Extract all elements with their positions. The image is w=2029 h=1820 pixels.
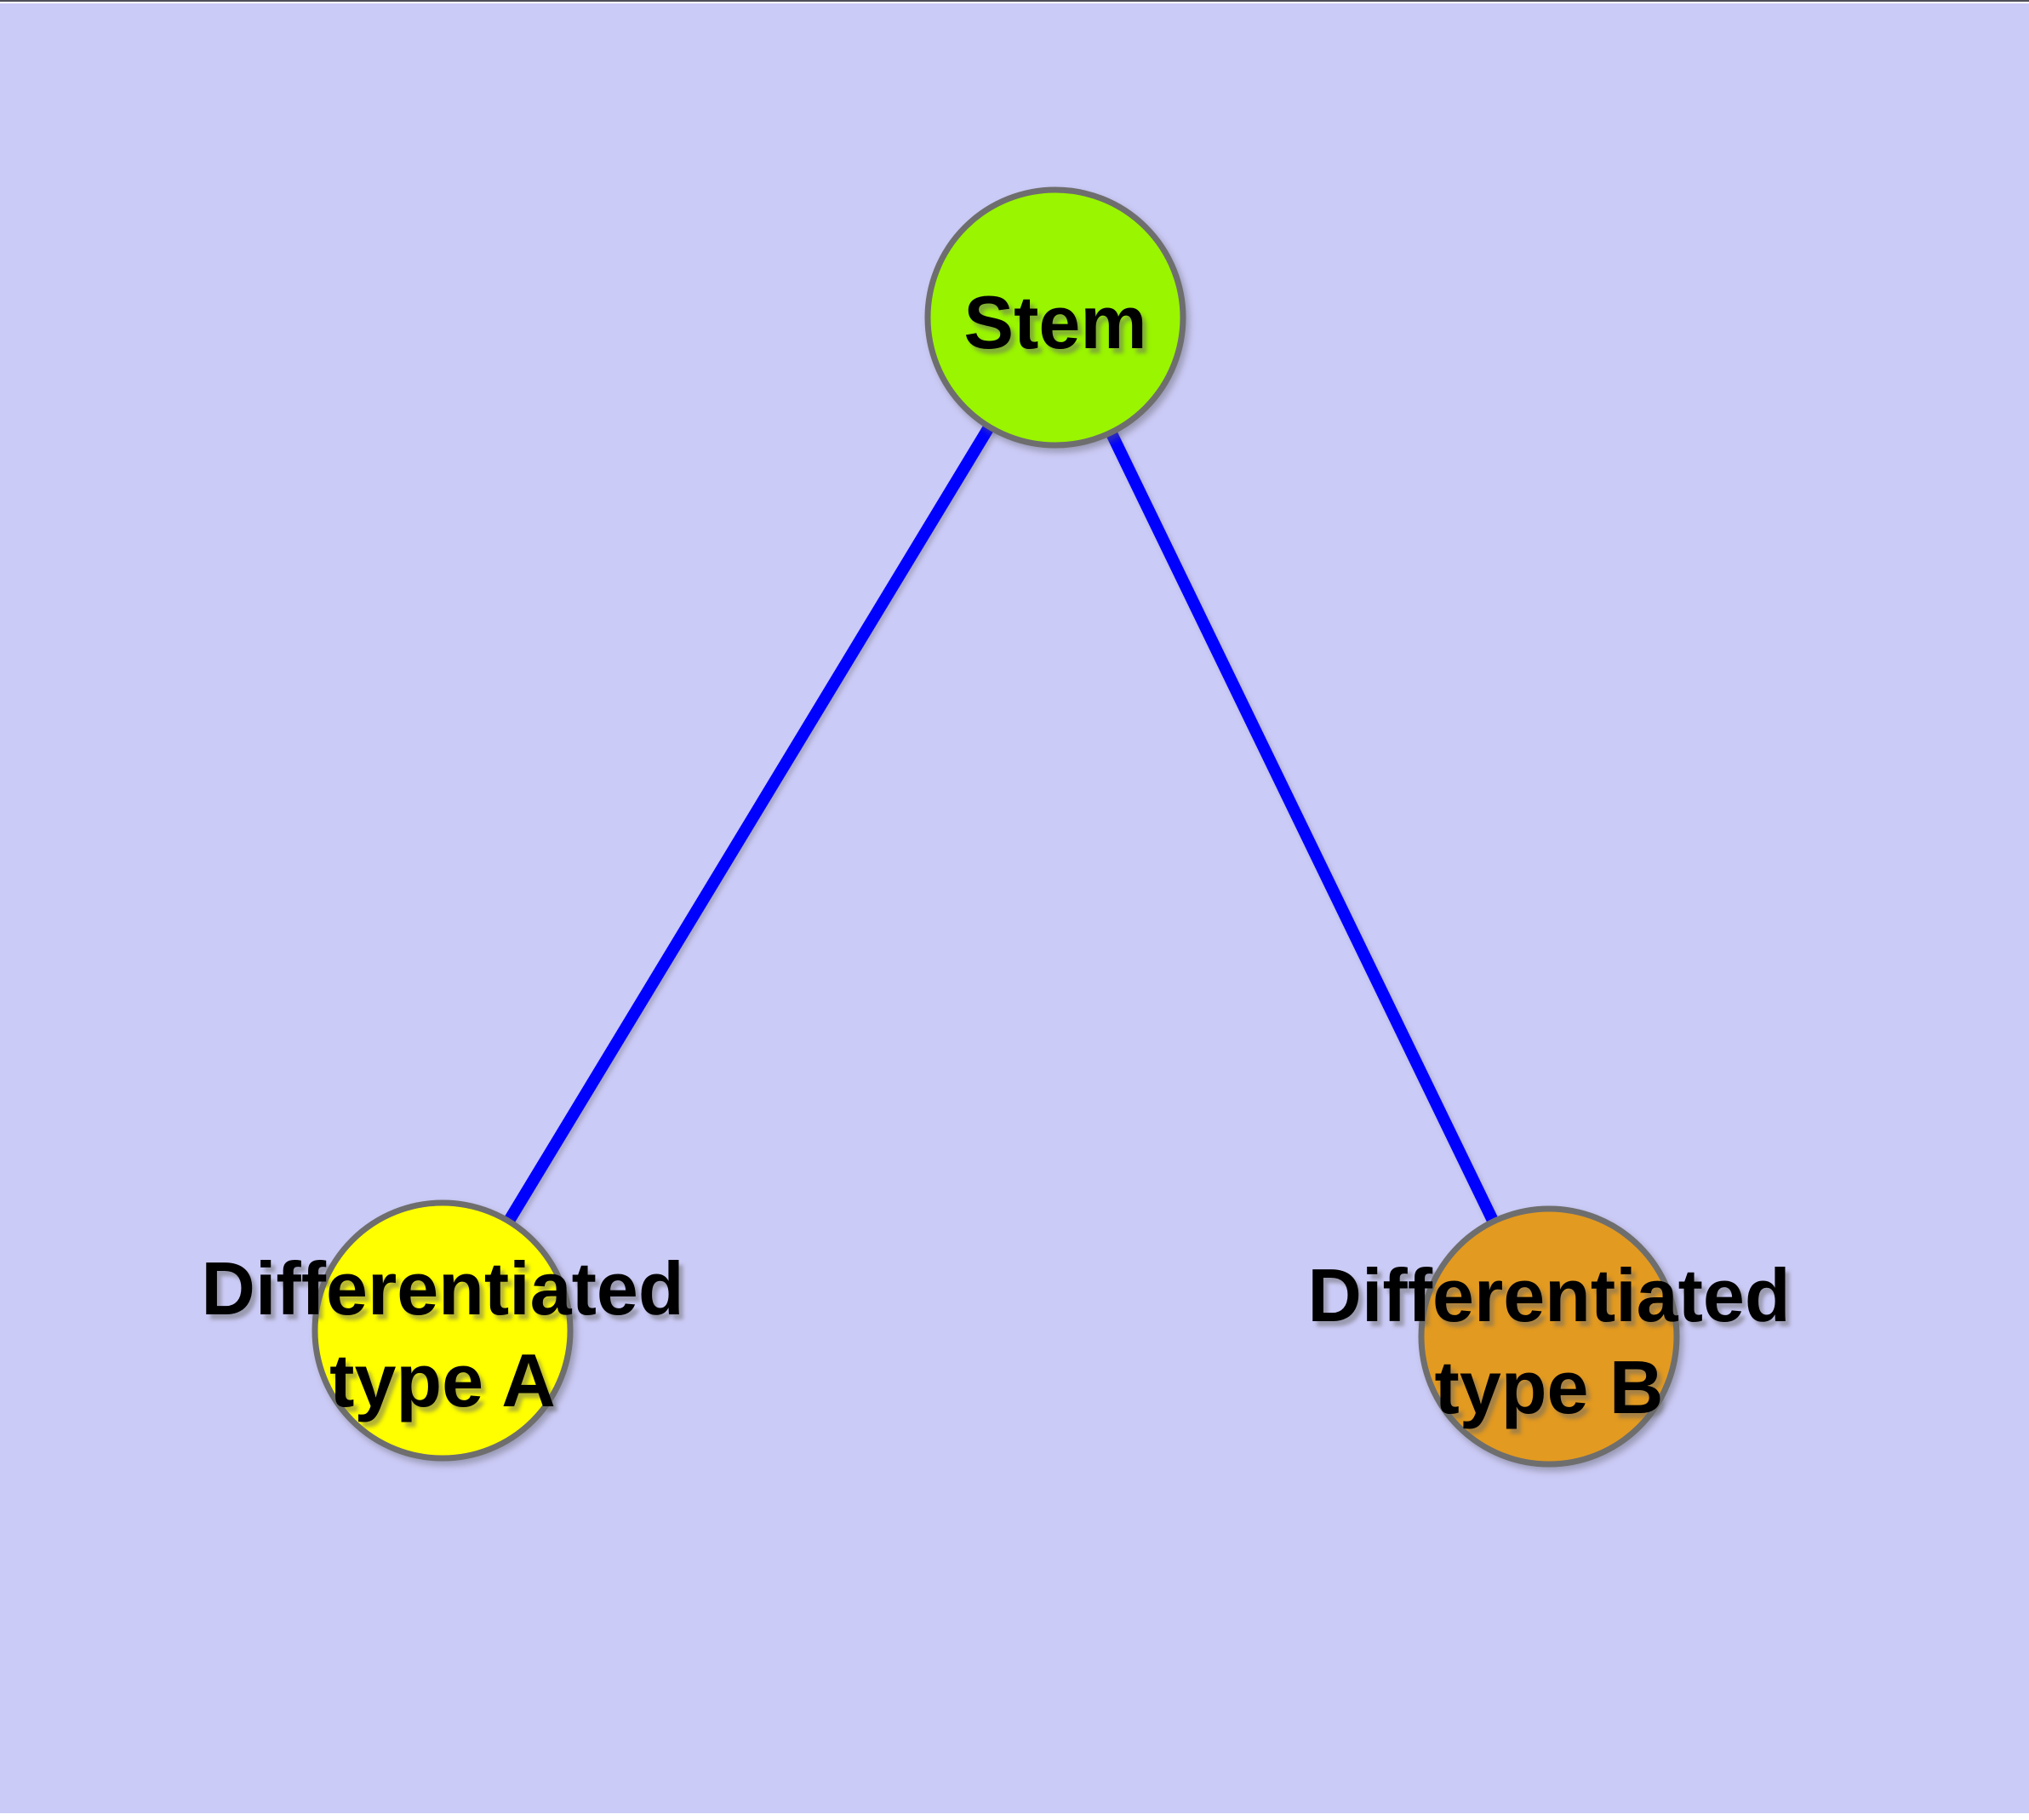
edge-stem-to-type-a <box>437 314 1060 1334</box>
node-label-stem: Stem <box>963 280 1147 364</box>
node-label-line1: Differentiated <box>201 1246 684 1331</box>
node-label-line1: Differentiated <box>1307 1253 1791 1337</box>
node-label-differentiated-type-b: Differentiated type B <box>1307 1250 1790 1434</box>
node-label-line2: type A <box>329 1338 556 1422</box>
edge-stem-to-type-b <box>1049 314 1555 1340</box>
node-stem <box>924 186 1186 449</box>
top-edge-line <box>0 0 2029 2</box>
node-label-line2: type B <box>1434 1345 1664 1429</box>
node-label-differentiated-type-a: Differentiated type A <box>201 1243 683 1427</box>
node-differentiated-type-b <box>1418 1205 1680 1468</box>
node-differentiated-type-a <box>311 1199 574 1462</box>
